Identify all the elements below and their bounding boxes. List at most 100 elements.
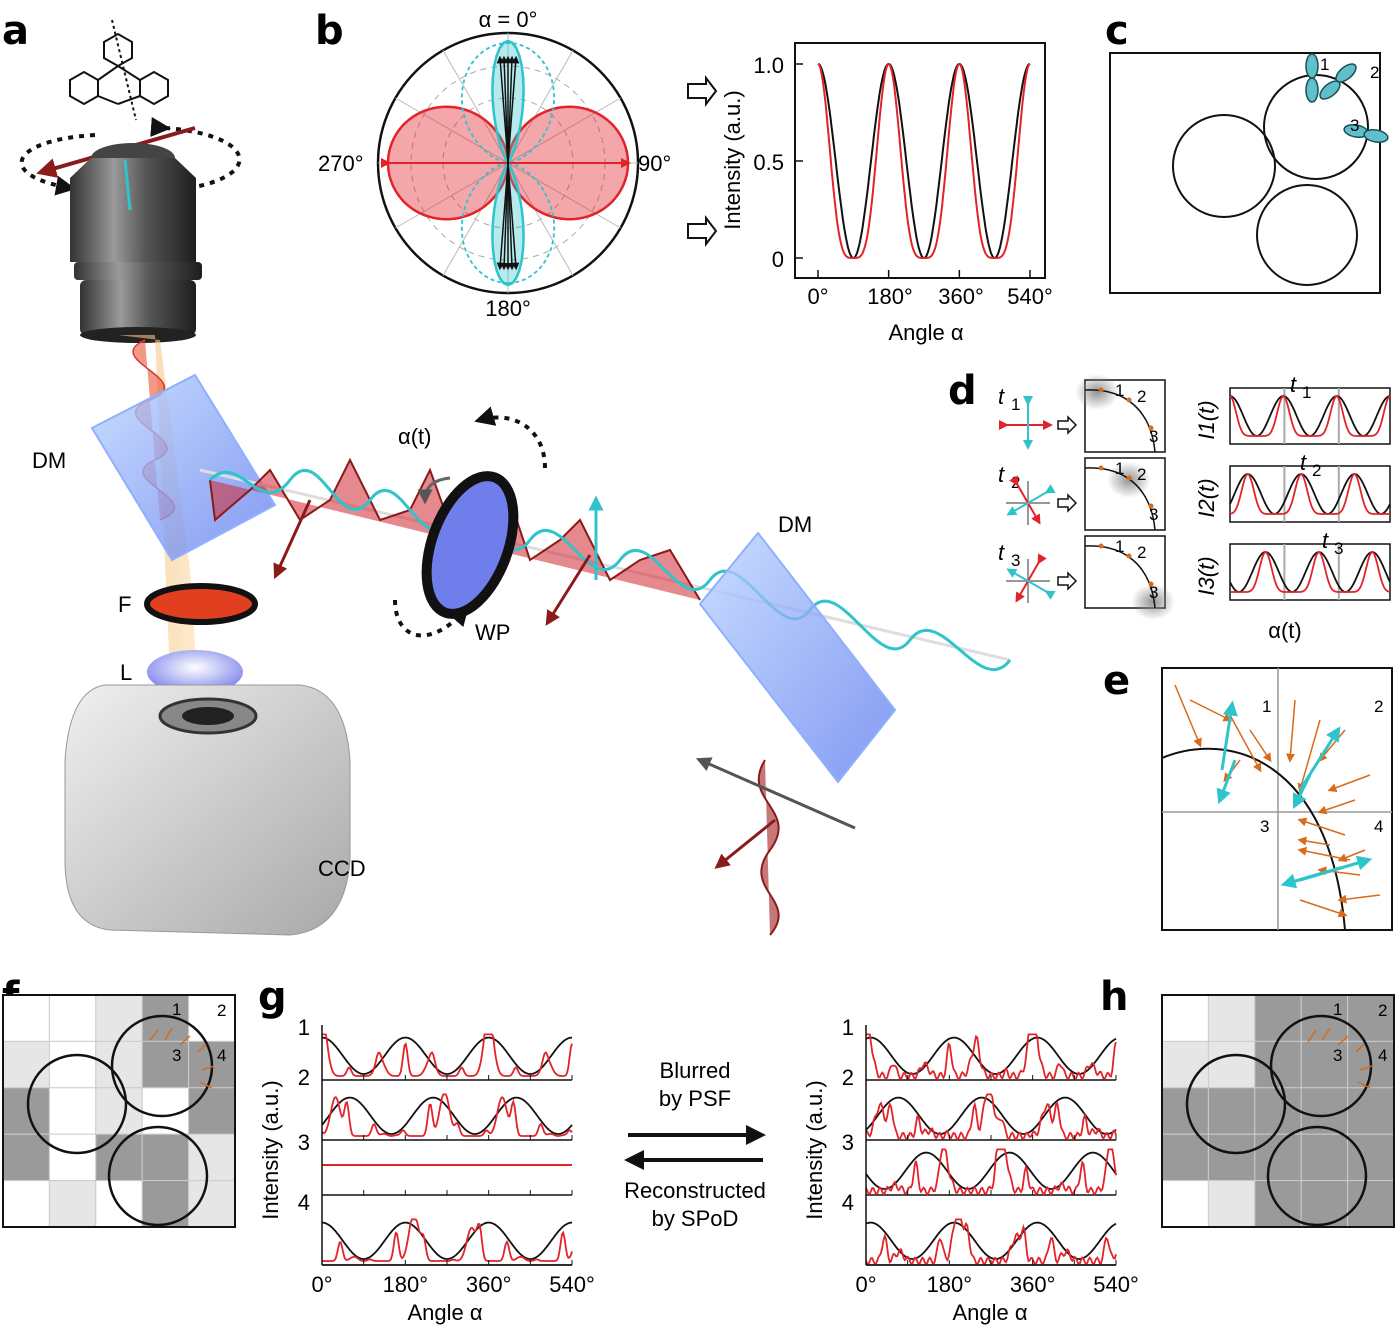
g-xtick-label: 180° bbox=[383, 1272, 429, 1297]
d-emitter-point bbox=[1126, 397, 1132, 403]
rotation-arrow-wp-bottom bbox=[393, 599, 469, 638]
pixel bbox=[188, 1180, 236, 1228]
panel-c: c 1 2 3 bbox=[1105, 8, 1389, 294]
d-ylabel: I1(t) bbox=[1194, 400, 1219, 439]
panel-label-d: d bbox=[948, 368, 977, 414]
g-series-black bbox=[321, 1036, 573, 1075]
rotation-arrow-left bbox=[19, 133, 96, 196]
d-time-label: t bbox=[998, 462, 1005, 487]
level-arrow-top bbox=[687, 75, 718, 107]
g-series-red bbox=[322, 1218, 573, 1262]
e-arrow-cyan bbox=[1216, 759, 1237, 805]
g-forward-line2: by PSF bbox=[659, 1086, 731, 1111]
g-series-black bbox=[865, 1036, 1117, 1075]
pixel bbox=[48, 1040, 97, 1089]
g-series-red bbox=[321, 1093, 573, 1137]
panel-f: f 1 2 3 4 bbox=[2, 974, 236, 1228]
g-xtick-label: 540° bbox=[1093, 1272, 1139, 1297]
g-right-xlabel: Angle α bbox=[952, 1300, 1027, 1325]
pixel bbox=[1347, 1180, 1395, 1228]
panel-label-a: a bbox=[2, 8, 29, 54]
d-contour bbox=[1084, 467, 1156, 531]
d-point-label-2: 2 bbox=[1137, 387, 1146, 406]
h-label-1: 1 bbox=[1333, 1000, 1342, 1019]
e-arrow-orange bbox=[1318, 729, 1346, 763]
pixel bbox=[1347, 1087, 1395, 1135]
series-red bbox=[817, 62, 1031, 259]
g-backward-line2: by SPoD bbox=[652, 1206, 739, 1231]
d-point-label-2: 2 bbox=[1137, 543, 1146, 562]
d-plot-time-sub: 2 bbox=[1312, 461, 1321, 480]
dichroic-mirror-left bbox=[90, 373, 277, 562]
c-label-2: 2 bbox=[1370, 63, 1379, 82]
e-arrow-orange bbox=[1249, 729, 1272, 763]
g-left-xlabel: Angle α bbox=[407, 1300, 482, 1325]
lens bbox=[147, 650, 243, 694]
f-label-3: 3 bbox=[172, 1046, 181, 1065]
alpha-arrow bbox=[417, 476, 451, 505]
d-series-black bbox=[1229, 551, 1391, 593]
panel-label-g: g bbox=[258, 974, 287, 1020]
plot-b bbox=[687, 42, 1046, 279]
g-xtick-label: 180° bbox=[927, 1272, 973, 1297]
g-series-black bbox=[865, 1151, 1117, 1190]
panel-h: h 1 2 3 4 bbox=[1100, 974, 1395, 1228]
d-arrow-icon bbox=[1057, 571, 1078, 591]
d-arrow-icon bbox=[1057, 415, 1078, 435]
e-arrow-orange bbox=[1337, 849, 1366, 862]
plot-b-ytick-0: 0 bbox=[772, 247, 784, 272]
plot-b-xtick-180: 180° bbox=[867, 284, 913, 309]
panel-label-b: b bbox=[315, 8, 344, 54]
h-label-3: 3 bbox=[1333, 1046, 1342, 1065]
d-emitter-point bbox=[1098, 387, 1104, 393]
d-emitter-point bbox=[1126, 553, 1132, 559]
c-label-1: 1 bbox=[1320, 55, 1329, 74]
pixel bbox=[2, 1133, 50, 1182]
e-arrow-orange bbox=[1297, 817, 1346, 836]
pixel bbox=[141, 1133, 190, 1182]
e-arrow-orange bbox=[1297, 836, 1331, 846]
g-forward-line1: Blurred bbox=[660, 1058, 731, 1083]
d-point-label-1: 1 bbox=[1115, 381, 1124, 400]
pixel bbox=[141, 1040, 190, 1089]
e-arrow-orange bbox=[1299, 899, 1348, 918]
d-emitter-point bbox=[1098, 465, 1104, 471]
e-arrow-cyan bbox=[1220, 700, 1238, 771]
d-emitter-point bbox=[1098, 543, 1104, 549]
f-label-1: 1 bbox=[172, 1000, 181, 1019]
panel-a: a DM F L bbox=[2, 8, 1012, 936]
cyan-wave bbox=[208, 469, 1012, 671]
f-label-4: 4 bbox=[217, 1046, 226, 1065]
e-orientation-arrows bbox=[1174, 684, 1381, 918]
emission-beam bbox=[118, 335, 200, 720]
red-arrow-2 bbox=[545, 554, 592, 626]
filter bbox=[144, 583, 258, 625]
pixel bbox=[48, 1133, 97, 1182]
d-psf-blur bbox=[1131, 584, 1175, 620]
pixel bbox=[1207, 1040, 1256, 1089]
red-wave-laser bbox=[757, 759, 780, 936]
e-arrow-orange bbox=[1174, 684, 1202, 748]
d-series-red bbox=[1229, 395, 1391, 437]
g-row-label: 4 bbox=[842, 1190, 854, 1215]
e-arrow-cyan bbox=[1292, 774, 1312, 810]
d-emitter-point bbox=[1148, 503, 1154, 509]
d-plot-frame bbox=[1229, 465, 1391, 523]
g-right-ylabel: Intensity (a.u.) bbox=[802, 1080, 827, 1219]
g-series-red bbox=[322, 1033, 573, 1077]
polar-label-right: 90° bbox=[638, 151, 671, 176]
red-arrow-1 bbox=[273, 499, 312, 580]
h-label-4: 4 bbox=[1378, 1046, 1387, 1065]
d-time-label: t bbox=[998, 540, 1005, 565]
plot-b-xlabel: Angle α bbox=[888, 320, 963, 345]
label-filter: F bbox=[118, 592, 131, 617]
polar-cyan-dashed bbox=[460, 42, 556, 284]
h-pixel-grid bbox=[1161, 994, 1395, 1228]
objective-lens bbox=[70, 143, 202, 343]
e-arrow-orange bbox=[1337, 894, 1381, 904]
g-xtick-label: 360° bbox=[1010, 1272, 1056, 1297]
pixel bbox=[1161, 1087, 1209, 1135]
red-arrow-3 bbox=[714, 818, 776, 869]
pixel bbox=[1347, 1133, 1395, 1182]
